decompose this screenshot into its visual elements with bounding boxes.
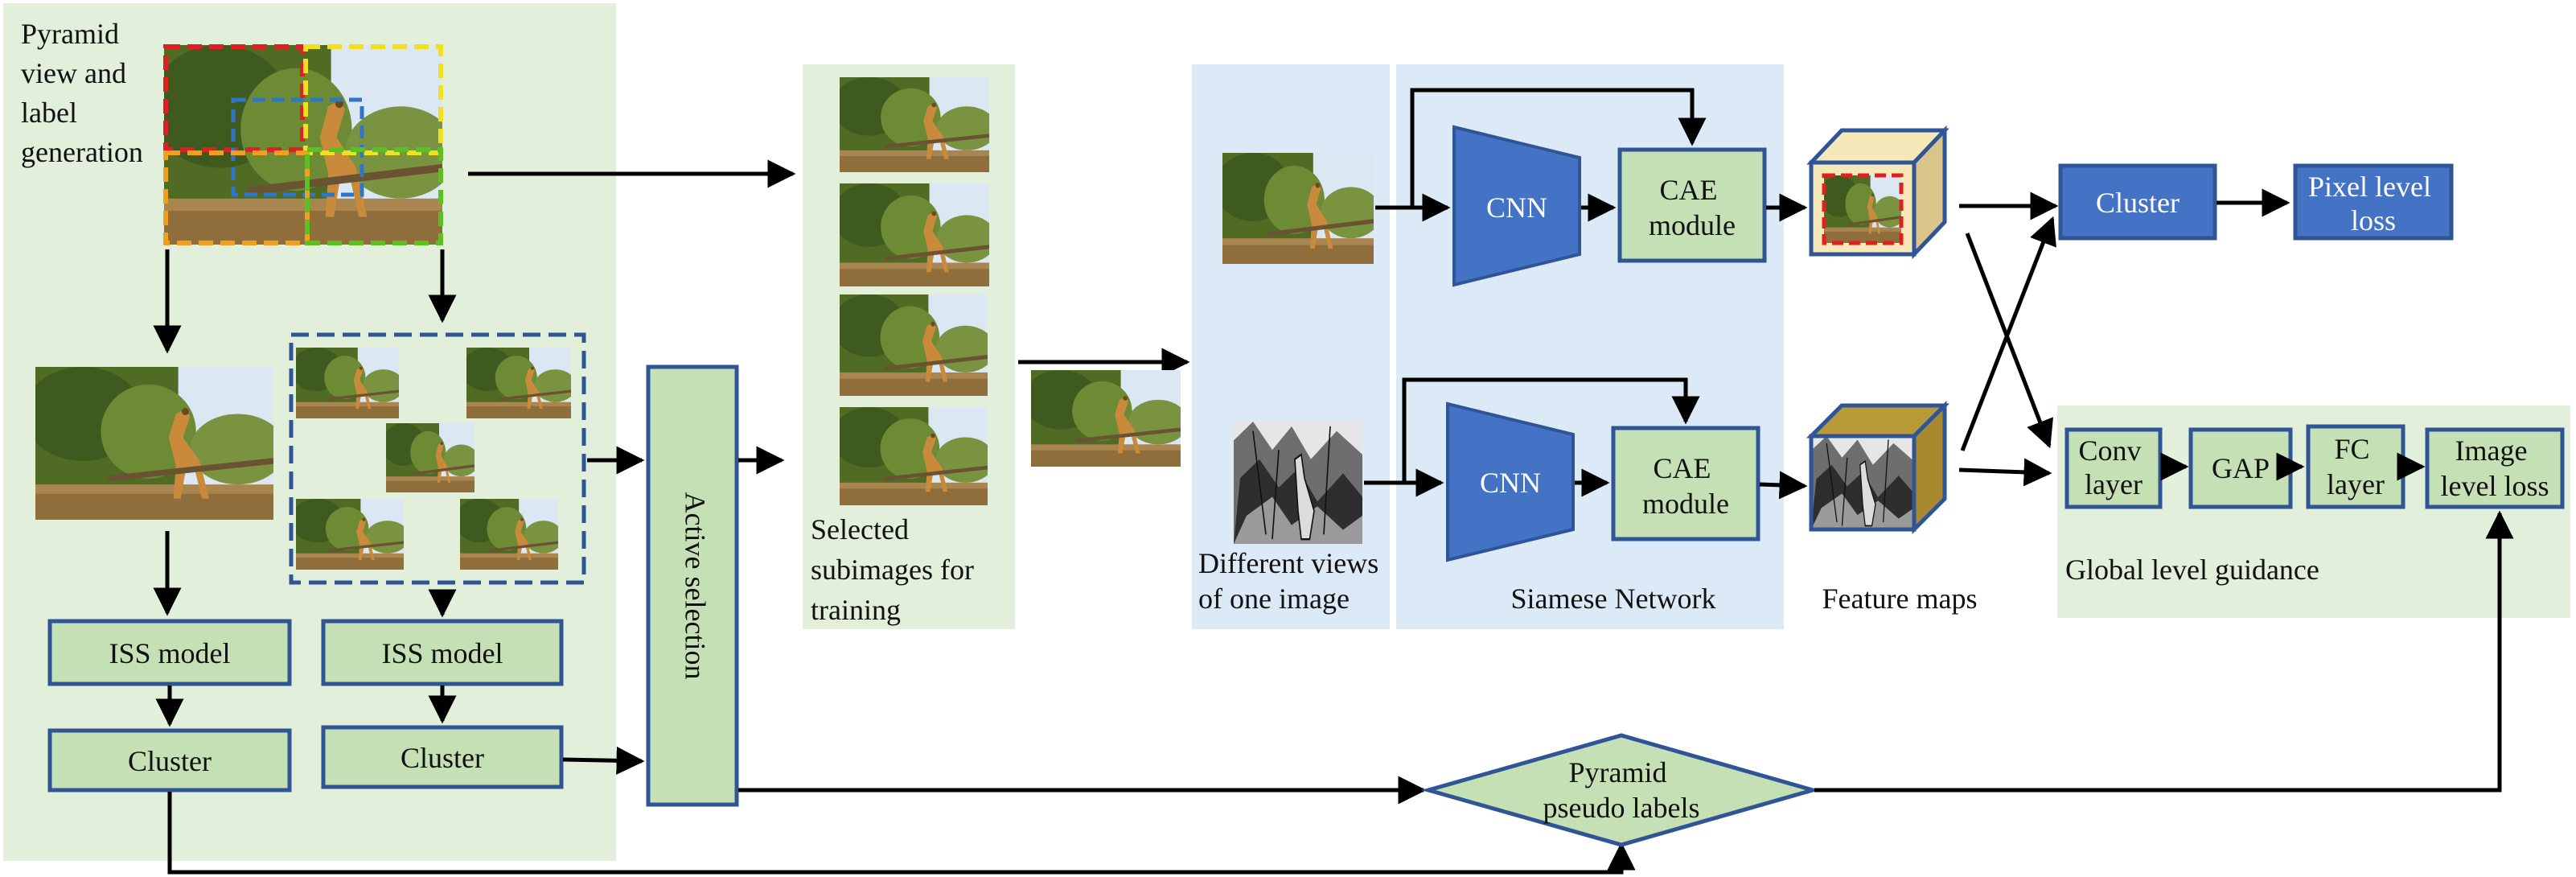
iss-model-right-box [321, 619, 564, 686]
view-image-color [1215, 153, 1382, 264]
iss-model-right-label: ISS model [381, 637, 503, 669]
global-guidance-label: Global level guidance [2065, 554, 2319, 586]
fc-layer-label: FC layer [2327, 433, 2385, 500]
cluster-left-label: Cluster [128, 745, 212, 777]
active-selection-box [646, 364, 739, 807]
gap-label: GAP [2212, 452, 2270, 484]
arrow-cae-to-cube-bottom [1759, 471, 1808, 500]
conv-layer-label: Conv layer [2078, 434, 2148, 500]
skip-top [1410, 88, 1707, 208]
pyramid-pseudo-diamond [1420, 733, 1821, 847]
cluster-right-label: Cluster [401, 742, 484, 774]
skip-bottom [1402, 377, 1700, 483]
crop-image-2 [466, 348, 571, 418]
conv-layer-box [2064, 427, 2163, 509]
siamese-network-label: Siamese Network [1511, 583, 1716, 615]
iss-model-left-box [47, 619, 292, 686]
feature-maps-label: Feature maps [1822, 583, 1978, 615]
arrow-cluster-to-active [562, 746, 645, 775]
cae-bottom-box [1611, 426, 1760, 541]
crop-image-1 [296, 348, 399, 418]
different-views-label: Different views of one image [1198, 547, 1386, 615]
pixel-loss-label: Pixel level loss [2308, 171, 2438, 237]
cnn-bottom-shape [1446, 401, 1575, 562]
selected-image-1 [832, 77, 997, 172]
view-image-gray [1234, 422, 1362, 544]
selected-image-2 [832, 183, 997, 286]
full-image [23, 367, 286, 520]
pixel-loss-box [2293, 163, 2454, 241]
cluster-right-box [321, 725, 564, 789]
iss-model-left-label: ISS model [109, 637, 230, 669]
arrow-bottom-to-cluster [1960, 216, 2056, 451]
pyramid-view-image [163, 44, 443, 245]
feature-cube-bottom [1806, 400, 1950, 535]
selected-image-4 [832, 407, 995, 505]
pyramid-pseudo-label: Pyramid pseudo labels [1543, 756, 1700, 824]
cluster-top-label: Cluster [2096, 187, 2180, 219]
selected-subimages-label: Selected subimages for training [811, 513, 981, 626]
arrow-top-to-conv [1965, 233, 2053, 449]
cae-top-box [1617, 147, 1767, 263]
crop-image-5 [460, 499, 558, 570]
cluster-left-box [47, 728, 292, 793]
different-views-region [1192, 64, 1390, 629]
image-loss-box [2425, 427, 2565, 509]
input-image [1024, 370, 1189, 467]
cluster-top-box [2058, 163, 2217, 241]
pyramid-view-label: Pyramid view and label generation [21, 18, 143, 168]
crop-image-4 [296, 499, 404, 570]
cnn-top-shape [1452, 125, 1581, 287]
cnn-top-label: CNN [1486, 191, 1547, 224]
arrow-diamond-to-image-loss [1814, 510, 2514, 793]
active-selection-label: Active selection [680, 492, 712, 680]
crop-image-3 [386, 423, 475, 492]
image-loss-label: Image level loss [2441, 434, 2549, 502]
arrow-cluster-left-to-diamond [167, 792, 1636, 875]
selected-image-3 [832, 294, 995, 396]
cae-top-label: CAE module [1649, 174, 1736, 241]
feature-cube-top [1806, 125, 1949, 260]
arrow-bottom-to-conv [1958, 458, 2052, 487]
cnn-bottom-label: CNN [1480, 467, 1541, 499]
crops-group [289, 332, 586, 585]
cae-bottom-label: CAE module [1642, 452, 1729, 520]
fc-layer-box [2306, 424, 2405, 509]
yellow-crop-box [303, 44, 443, 155]
gap-box [2188, 427, 2293, 509]
green-crop-box [305, 147, 443, 245]
